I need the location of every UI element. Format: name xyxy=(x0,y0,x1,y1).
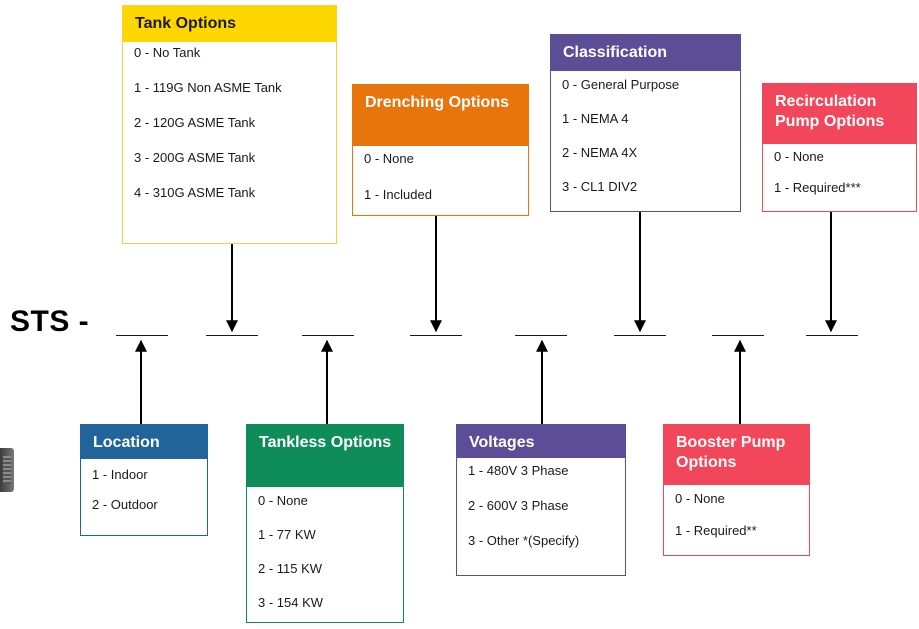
drenching-options-box: Drenching Options 0 - None 1 - Included xyxy=(352,84,529,216)
classification-title: Classification xyxy=(551,35,740,71)
location-option: 1 - Indoor xyxy=(92,467,148,482)
model-code-prefix: STS - xyxy=(10,305,90,338)
booster-option: 1 - Required** xyxy=(675,523,757,538)
booster-pump-options-box: Booster Pump Options 0 - None 1 - Required… xyxy=(663,424,810,556)
voltages-title: Voltages xyxy=(457,425,625,458)
code-slot-tank xyxy=(206,335,258,336)
drenching-option: 0 - None xyxy=(364,151,414,166)
tank-options-box: Tank Options 0 - No Tank 1 - 119G Non ASME… xyxy=(122,5,337,244)
recirculation-option: 0 - None xyxy=(774,149,824,164)
code-slot-recirculation xyxy=(806,335,858,336)
tankless-options-box: Tankless Options 0 - None 1 - 77 KW 2 - 115… xyxy=(246,424,404,623)
location-box: Location 1 - Indoor 2 - Outdoor xyxy=(80,424,208,536)
classification-option: 0 - General Purpose xyxy=(562,77,680,92)
voltages-option: 1 - 480V 3 Phase xyxy=(468,463,569,478)
tankless-option: 3 - 154 KW xyxy=(258,595,324,610)
tank-option: 1 - 119G Non ASME Tank xyxy=(134,80,282,95)
recirculation-option: 1 - Required*** xyxy=(774,180,861,195)
booster-option: 0 - None xyxy=(675,491,725,506)
location-title: Location xyxy=(81,425,207,459)
tankless-option: 0 - None xyxy=(258,493,308,508)
classification-option: 3 - CL1 DIV2 xyxy=(562,179,638,194)
classification-option: 2 - NEMA 4X xyxy=(562,145,638,160)
drenching-option: 1 - Included xyxy=(364,187,432,202)
location-option: 2 - Outdoor xyxy=(92,497,158,512)
code-slot-tankless xyxy=(302,335,354,336)
recirculation-pump-options-box: Recirculation Pump Options 0 - None 1 - Re… xyxy=(762,83,917,212)
drenching-title: Drenching Options xyxy=(353,85,528,146)
code-slot-booster xyxy=(712,335,764,336)
voltages-option: 3 - Other *(Specify) xyxy=(468,533,580,548)
recirculation-title: Recirculation Pump Options xyxy=(763,84,916,144)
tankless-title: Tankless Options xyxy=(247,425,403,487)
code-slot-voltages xyxy=(515,335,567,336)
tank-option: 3 - 200G ASME Tank xyxy=(134,150,256,165)
voltages-box: Voltages 1 - 480V 3 Phase 2 - 600V 3 Phase… xyxy=(456,424,626,576)
tank-title: Tank Options xyxy=(123,6,336,42)
voltages-option: 2 - 600V 3 Phase xyxy=(468,498,569,513)
code-slot-drenching xyxy=(410,335,462,336)
booster-title: Booster Pump Options xyxy=(664,425,809,485)
classification-box: Classification 0 - General Purpose 1 - NEM… xyxy=(550,34,741,212)
tank-option: 0 - No Tank xyxy=(134,45,201,60)
tankless-option: 2 - 115 KW xyxy=(258,561,323,576)
unit-image xyxy=(0,448,14,492)
code-slot-location xyxy=(116,335,168,336)
classification-option: 1 - NEMA 4 xyxy=(562,111,629,126)
tank-option: 2 - 120G ASME Tank xyxy=(134,115,256,130)
code-slot-classification xyxy=(614,335,666,336)
tankless-option: 1 - 77 KW xyxy=(258,527,316,542)
tank-option: 4 - 310G ASME Tank xyxy=(134,185,256,200)
